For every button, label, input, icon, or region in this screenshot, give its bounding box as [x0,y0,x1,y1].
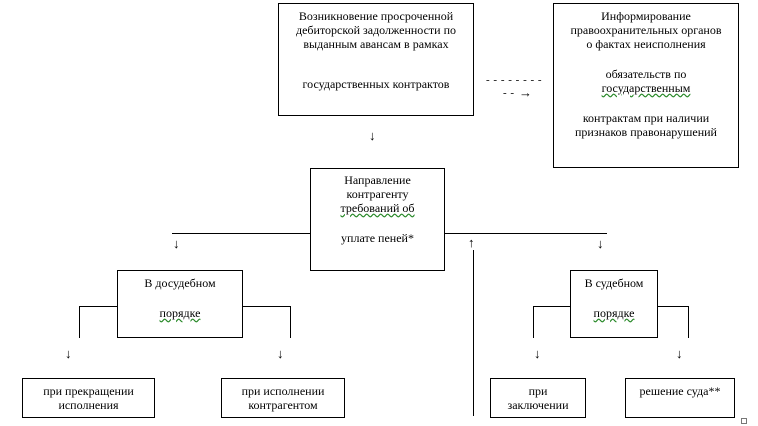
pretrial-branch-left [79,306,117,307]
direction-line-4: уплате пеней* [341,231,414,245]
down-arrow-icon: ↓ [676,346,683,361]
right-arrow-icon: → [519,85,532,100]
judicial-line-2: порядке [571,306,657,320]
inform-line-1: Информирование [601,9,691,23]
termination-box: при прекращении исполнения [22,378,155,418]
pretrial-branch-right-down [290,306,291,338]
down-arrow-icon: ↓ [277,346,284,361]
inform-line-2: правоохранительных органов [570,23,722,37]
down-arrow-icon: ↓ [173,236,180,251]
pretrial-line-1: В досудебном [144,276,216,290]
up-arrow-icon: ↑ [468,235,475,250]
pretrial-box: В досудебном порядке [117,270,243,338]
pretrial-line-2: порядке [118,306,242,320]
court-box: решение суда** [625,378,735,418]
origin-box: Возникновение просроченной дебиторской з… [278,3,474,116]
origin-line-2: дебиторской задолженности по [295,23,457,37]
feedback-line [473,250,474,416]
direction-line-3: требований об [311,201,444,215]
conclusion-line-1: при [528,384,548,398]
pretrial-line-2-text: порядке [159,306,201,320]
down-arrow-icon: ↓ [369,128,376,143]
inform-line-6: контрактам при наличии [582,111,710,125]
court-line-1: решение суда** [639,384,721,398]
down-arrow-icon: ↓ [65,346,72,361]
dashed-connector: - - - - - - - - [486,74,543,86]
inform-line-3: о фактах неисполнения [586,37,706,51]
direction-line-2: контрагенту [346,187,409,201]
branch-line-right [445,233,607,234]
down-arrow-icon: ↓ [534,346,541,361]
down-arrow-icon: ↓ [597,236,604,251]
judicial-branch-left [533,306,570,307]
judicial-box: В судебном порядке [570,270,658,338]
direction-box: Направление контрагенту требований об уп… [310,168,445,271]
inform-line-5-text: государственным [601,81,691,95]
direction-line-3-text: требований об [340,201,415,215]
performance-line-1: при исполнении [241,384,325,398]
judicial-branch-left-down [533,306,534,338]
inform-box: Информирование правоохранительных органо… [553,3,739,168]
performance-line-2: контрагентом [248,398,318,412]
resize-handle[interactable] [741,418,747,424]
inform-line-7: признаков правонарушений [575,125,717,139]
judicial-line-2-text: порядке [593,306,635,320]
judicial-branch-right-down [688,306,689,338]
termination-line-2: исполнения [58,398,119,412]
origin-line-4: государственных контрактов [302,77,450,91]
origin-line-1: Возникновение просроченной [298,9,454,23]
dashed-connector-tail: - - [503,87,515,99]
inform-line-5: государственным [554,81,738,95]
termination-line-1: при прекращении [43,384,134,398]
pretrial-branch-left-down [79,306,80,338]
conclusion-line-2: заключении [507,398,569,412]
pretrial-branch-right [243,306,291,307]
direction-line-1: Направление [344,173,411,187]
conclusion-box: при заключении [490,378,586,418]
performance-box: при исполнении контрагентом [221,378,345,418]
origin-line-3: выданным авансам в рамках [303,37,449,51]
branch-line-left [172,233,310,234]
judicial-branch-right [658,306,689,307]
inform-line-4: обязательств по [605,67,687,81]
judicial-line-1: В судебном [584,276,644,290]
